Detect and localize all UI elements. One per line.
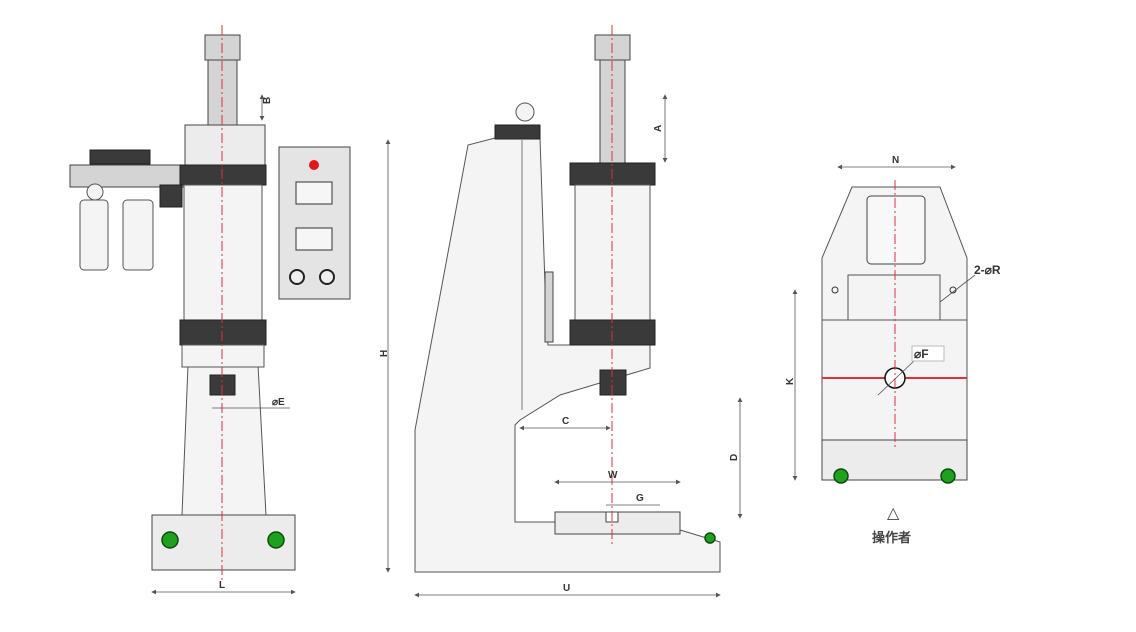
start-button-left bbox=[161, 531, 179, 549]
dim-label-k: K bbox=[785, 377, 796, 385]
dim-label-h: H bbox=[379, 350, 390, 357]
dim-label-e: ⌀E bbox=[272, 397, 285, 408]
dim-label-u: U bbox=[563, 583, 570, 594]
selector-knob-left bbox=[289, 269, 305, 285]
operator-triangle-icon: △ bbox=[887, 505, 900, 522]
dim-label-w: W bbox=[608, 470, 618, 481]
count-display bbox=[295, 227, 333, 251]
selector-knob-right bbox=[319, 269, 335, 285]
c-frame bbox=[414, 137, 721, 573]
dim-label-b: B bbox=[262, 97, 273, 104]
side-view: H A C D W G U bbox=[379, 25, 743, 598]
operator-label: 操作者 bbox=[872, 530, 911, 545]
top-view: N 2-⌀R ⌀F K △ 操作者 bbox=[785, 155, 1001, 545]
dim-label-n: N bbox=[892, 155, 899, 166]
emergency-button bbox=[704, 532, 716, 544]
start-button-right bbox=[267, 531, 285, 549]
front-view: B ⌀E L bbox=[69, 25, 351, 595]
cylinder-body bbox=[183, 184, 263, 321]
pressure-gauge-icon bbox=[86, 183, 104, 201]
dim-label-a: A bbox=[653, 125, 664, 132]
dim-label-g: G bbox=[636, 493, 644, 504]
dim-label-l: L bbox=[219, 580, 225, 591]
air-filter-unit bbox=[69, 149, 186, 271]
power-indicator-icon bbox=[309, 160, 319, 170]
control-panel bbox=[278, 146, 351, 300]
cycle-counter-display bbox=[295, 181, 333, 205]
dim-label-c: C bbox=[562, 416, 569, 427]
dim-label-d: D bbox=[729, 454, 740, 461]
dim-label-f: ⌀F bbox=[914, 347, 929, 361]
dim-label-r: 2-⌀R bbox=[974, 263, 1001, 277]
